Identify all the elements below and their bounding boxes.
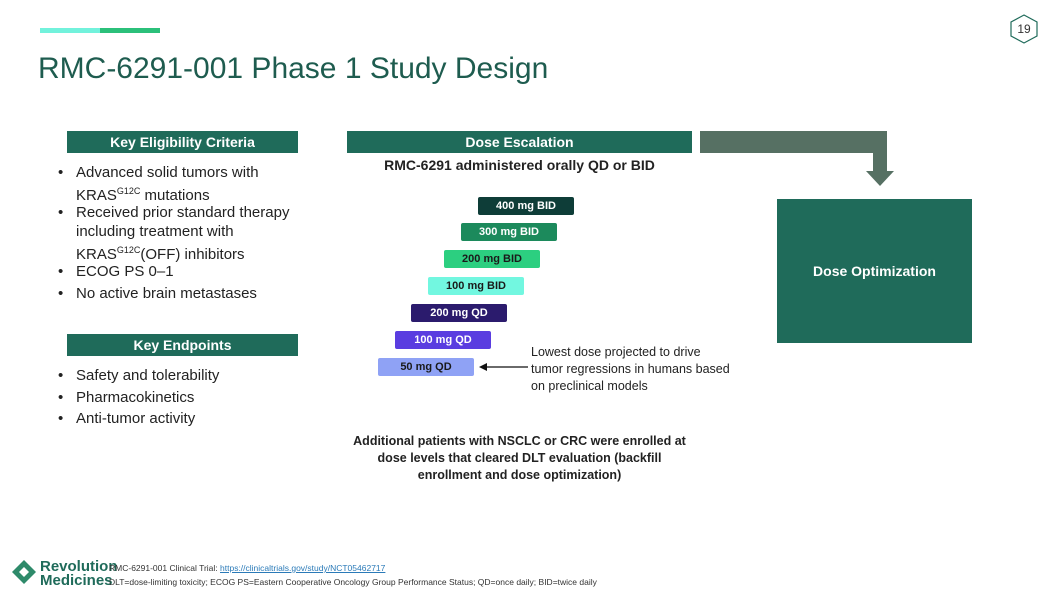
logo-text: Medicines [40,572,113,589]
trial-link[interactable]: https://clinicaltrials.gov/study/NCT0546… [220,563,386,573]
endpoint-item: Anti-tumor activity [58,409,195,428]
dose-level-0: 400 mg BID [478,197,574,215]
eligibility-item: Received prior standard therapy includin… [58,203,306,264]
lowest-dose-annotation: Lowest dose projected to drive tumor reg… [531,345,730,393]
dose-level-3: 100 mg BID [428,277,524,295]
dose-level-5: 100 mg QD [395,331,491,349]
arrow-left-icon [479,363,528,371]
eligibility-item: No active brain metastases [58,284,257,303]
endpoint-item: Pharmacokinetics [58,388,194,407]
dose-level-4: 200 mg QD [411,304,507,322]
logo-text: Revolution [40,558,118,575]
dose-level-2: 200 mg BID [444,250,540,268]
company-logo: Revolution Medicines [10,558,118,593]
endpoints-header: Key Endpoints [67,334,298,356]
accent-bar-light [40,28,100,33]
accent-bar-dark [100,28,160,33]
page-title: RMC-6291-001 Phase 1 Study Design [38,52,549,85]
escalation-subtitle: RMC-6291 administered orally QD or BID [384,157,655,173]
backfill-note: Additional patients with NSCLC or CRC we… [353,434,686,482]
eligibility-item: ECOG PS 0–1 [58,262,173,281]
endpoint-item: Safety and tolerability [58,366,219,385]
logo-icon [12,560,36,584]
eligibility-item: Advanced solid tumors with KRASG12C muta… [58,163,296,205]
footer-trial: RMC-6291-001 Clinical Trial: https://cli… [109,563,386,573]
escalation-header: Dose Escalation [347,131,692,153]
dose-level-1: 300 mg BID [461,223,557,241]
footer-abbreviations: DLT=dose-limiting toxicity; ECOG PS=East… [109,577,597,587]
eligibility-header: Key Eligibility Criteria [67,131,298,153]
page-number-badge: 19 [1010,14,1038,44]
dose-level-6: 50 mg QD [378,358,474,376]
bent-arrow-icon [700,131,894,186]
page-number: 19 [1017,22,1031,36]
dose-optimization-label: Dose Optimization [813,263,936,279]
dose-optimization-box: Dose Optimization [777,199,972,343]
